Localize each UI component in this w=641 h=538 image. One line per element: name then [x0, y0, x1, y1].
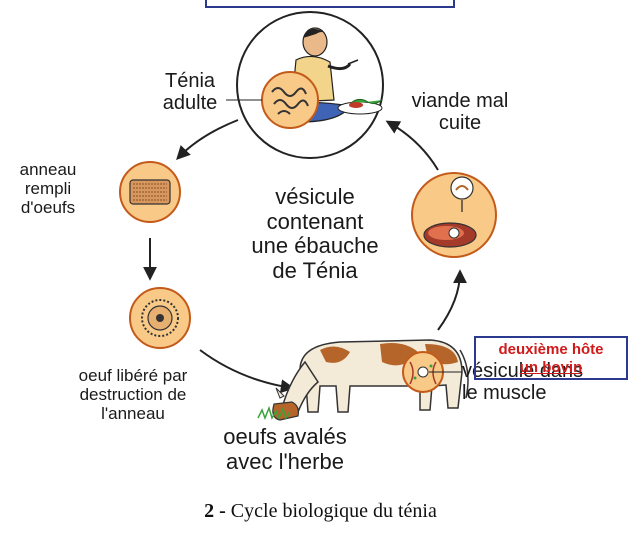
label-vesicule-line2: contenant — [266, 208, 364, 234]
label-viande-mal-cuite: viande mal cuite — [400, 90, 520, 135]
cycle-arrows — [143, 119, 467, 394]
egg-illustration — [129, 287, 191, 349]
second-host-box: deuxième hôte un bovin — [474, 336, 628, 380]
label-oeuf-line1: oeuf libéré par — [78, 366, 188, 385]
human-host-illustration — [226, 11, 384, 159]
arrow-vesicle-to-human — [385, 120, 439, 171]
label-viande-line2: cuite — [438, 112, 482, 135]
label-vesicule-ebauche: vésicule contenant une ébauche de Ténia — [230, 184, 400, 284]
vesicle-and-meat-illustration — [411, 172, 497, 258]
label-oeuf-line2: destruction de — [79, 385, 187, 405]
label-oeufs-line2: avec l'herbe — [226, 448, 344, 474]
label-anneau-line3: d'oeufs — [20, 198, 76, 218]
label-anneau: anneau rempli d'oeufs — [4, 160, 92, 217]
host-box-line2: un bovin — [519, 359, 583, 376]
label-tenia-adulte: Ténia adulte — [145, 70, 235, 115]
label-vesicule-line4: de Ténia — [272, 257, 358, 283]
cow-illustration — [257, 339, 469, 421]
top-frame — [205, 0, 455, 8]
host-box-line1: deuxième hôte — [498, 341, 604, 358]
arrow-cow-to-vesicle — [437, 269, 467, 331]
label-vesicule-line1: vésicule — [275, 184, 355, 209]
label-anneau-line2: rempli — [24, 179, 72, 199]
label-viande-line1: viande mal — [411, 90, 509, 112]
caption-number: 2 - — [204, 500, 226, 522]
label-tenia-adulte-line2: adulte — [162, 92, 218, 115]
label-vesicule-muscle: vésicule dans le muscle — [462, 360, 612, 405]
label-oeufs-line1: oeufs avalés — [223, 424, 347, 449]
label-vesicule-line3: une ébauche — [251, 233, 379, 259]
label-tenia-adulte-line1: Ténia — [164, 70, 216, 92]
label-oeufs-avales: oeufs avalés avec l'herbe — [210, 424, 360, 474]
arrow-egg-to-cow — [199, 349, 295, 394]
figure-caption: 2 - Cycle biologique du ténia — [0, 500, 641, 523]
label-oeuf-libere: oeuf libéré par destruction de l'anneau — [48, 366, 218, 423]
caption-text: Cycle biologique du ténia — [230, 500, 437, 522]
label-muscle-line1: vésicule dans — [462, 360, 584, 382]
label-anneau-line1: anneau — [19, 160, 77, 179]
ring-full-of-eggs-illustration — [119, 161, 181, 223]
arrow-human-to-ring — [176, 119, 239, 161]
label-oeuf-line3: l'anneau — [101, 404, 165, 424]
label-muscle-line2: le muscle — [462, 382, 547, 405]
